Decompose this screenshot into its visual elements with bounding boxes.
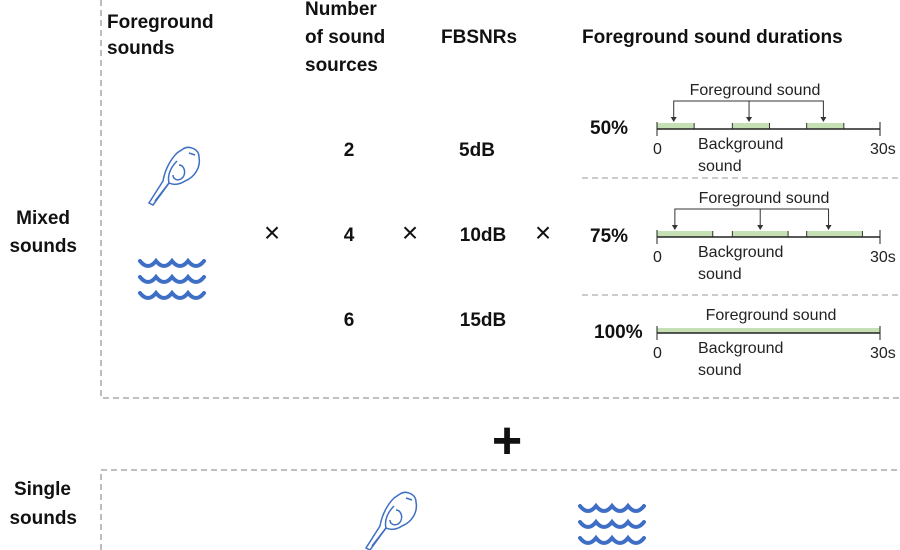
arrow-icon: [670, 117, 677, 122]
single-label: Single: [14, 479, 71, 500]
foreground-segment: [732, 231, 789, 237]
axis-start-label: 0: [653, 249, 662, 266]
header-foreground: Foreground: [107, 12, 214, 33]
fbsnr-value: 10dB: [460, 225, 506, 246]
background-sound-label-2: sound: [698, 266, 742, 283]
header-num-sources-3: sources: [305, 55, 378, 76]
duration-label: 100%: [594, 322, 643, 343]
foreground-segment: [806, 123, 844, 129]
header-num-sources: Number: [305, 0, 377, 20]
arrow-icon: [746, 117, 753, 122]
num-sources-value: 2: [344, 140, 355, 161]
foreground-segment: [657, 123, 695, 129]
times-operator: ×: [264, 217, 280, 248]
header-foreground-2: sounds: [107, 38, 175, 59]
fbsnr-value: 15dB: [460, 310, 506, 331]
axis-end-label: 30s: [870, 141, 896, 158]
header-num-sources-2: of sound: [305, 27, 385, 48]
axis-start-label: 0: [653, 141, 662, 158]
background-sound-label-2: sound: [698, 362, 742, 379]
times-operator: ×: [402, 217, 418, 248]
header-fbsnrs: FBSNRs: [441, 27, 517, 48]
bird-icon: [365, 491, 418, 550]
mixed-sounds-box: [100, 0, 900, 399]
bird-icon: [148, 146, 201, 206]
arrow-icon: [825, 225, 832, 230]
background-sound-label: Background: [698, 244, 783, 261]
mixed-label-2: sounds: [9, 236, 77, 257]
foreground-segment: [657, 231, 713, 237]
num-sources-value: 4: [344, 225, 355, 246]
foreground-sound-label: Foreground sound: [699, 190, 830, 207]
foreground-sound-label: Foreground sound: [690, 82, 821, 99]
axis-end-label: 30s: [870, 345, 896, 362]
foreground-bracket: [674, 208, 830, 227]
axis-start-label: 0: [653, 345, 662, 362]
foreground-segment: [806, 231, 863, 237]
single-sounds-box: [100, 469, 900, 550]
background-sound-label-2: sound: [698, 158, 742, 175]
mixed-label: Mixed: [16, 208, 70, 229]
foreground-sound-label: Foreground sound: [706, 307, 837, 324]
foreground-bracket: [673, 100, 824, 119]
duration-label: 75%: [590, 226, 628, 247]
arrow-icon: [671, 225, 678, 230]
background-sound-label: Background: [698, 340, 783, 357]
arrow-icon: [757, 225, 764, 230]
fbsnr-value: 5dB: [459, 140, 495, 161]
background-sound-label: Background: [698, 136, 783, 153]
arrow-icon: [820, 117, 827, 122]
axis-end-label: 30s: [870, 249, 896, 266]
foreground-segment: [657, 328, 880, 333]
num-sources-value: 6: [344, 310, 355, 331]
foreground-segment: [732, 123, 770, 129]
duration-label: 50%: [590, 118, 628, 139]
single-label-2: sounds: [9, 508, 77, 529]
water-waves-icon: [578, 504, 646, 545]
times-operator: ×: [535, 217, 551, 248]
water-waves-icon: [138, 259, 206, 300]
header-durations: Foreground sound durations: [582, 27, 843, 48]
plus-sign: +: [492, 412, 522, 470]
